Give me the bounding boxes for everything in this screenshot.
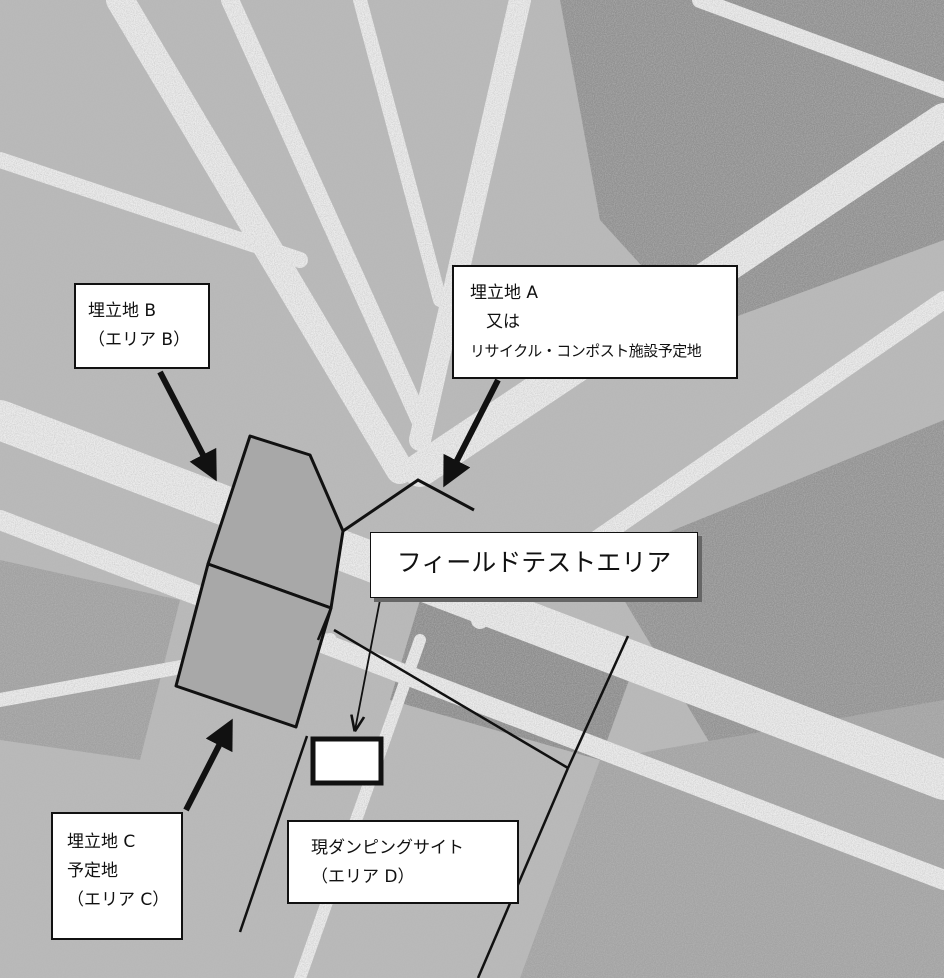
- callout-area-d: 現ダンピングサイト （エリア D）: [287, 820, 519, 904]
- area-d-subtitle: （エリア D）: [311, 867, 415, 887]
- arrow-to-area-b: [157, 370, 217, 482]
- area-b-subtitle: （エリア B）: [88, 330, 191, 350]
- area-a-title: 埋立地 A: [470, 283, 539, 303]
- callout-area-a: 埋立地 A 又は リサイクル・コンポスト施設予定地: [452, 265, 738, 379]
- callout-area-c: 埋立地 C 予定地 （エリア C）: [51, 812, 183, 940]
- area-c-title: 埋立地 C: [67, 832, 136, 852]
- area-a-or: 又は: [486, 312, 520, 332]
- area-b-title: 埋立地 B: [88, 301, 157, 321]
- arrow-to-area-c: [183, 718, 233, 812]
- callout-area-b: 埋立地 B （エリア B）: [74, 283, 210, 369]
- callout-field-test-area: フィールドテストエリア: [370, 532, 698, 598]
- field-test-area-marker: [310, 736, 384, 786]
- area-a-description: リサイクル・コンポスト施設予定地: [470, 342, 702, 360]
- callout-arrows: [157, 370, 501, 812]
- area-c-planned: 予定地: [67, 861, 118, 881]
- area-a-boundary: [342, 478, 475, 533]
- area-d-boundary: [238, 607, 630, 978]
- landfill-area-b: [206, 434, 345, 610]
- area-d-title: 現ダンピングサイト: [311, 838, 464, 858]
- arrow-to-field-test: [355, 599, 381, 730]
- area-c-subtitle: （エリア C）: [67, 890, 170, 910]
- landfill-area-c: [174, 562, 333, 729]
- arrow-to-area-a: [443, 378, 501, 488]
